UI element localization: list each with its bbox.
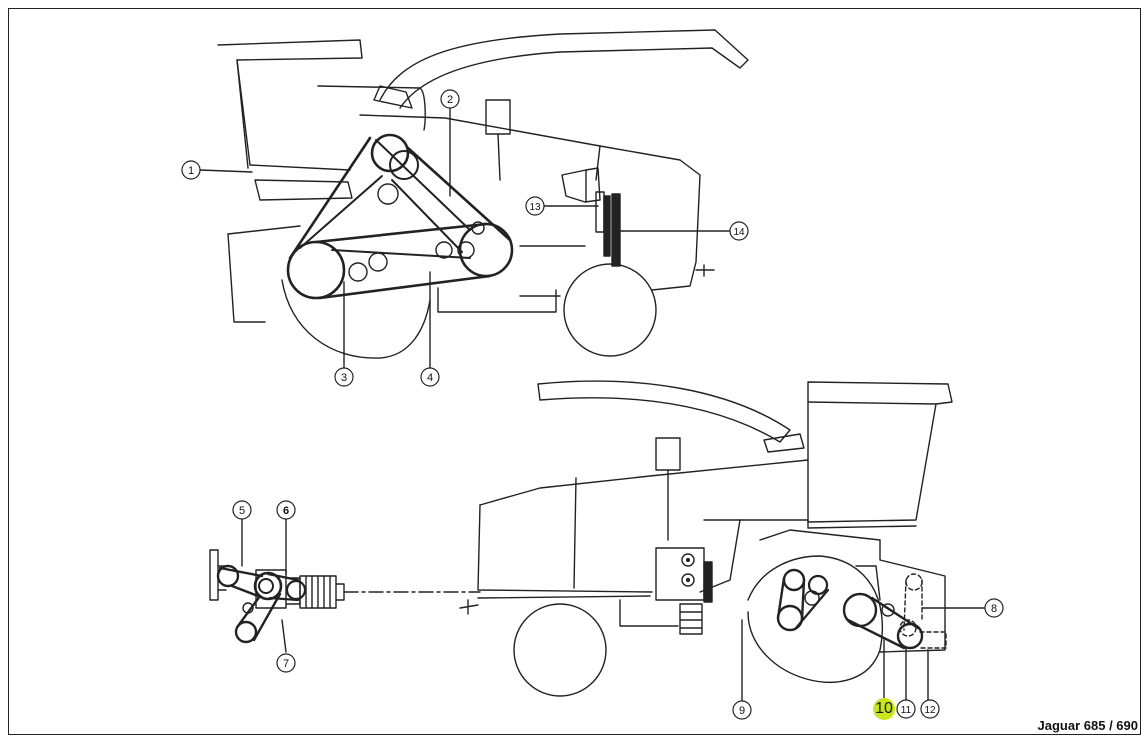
callout-2: 2 (440, 89, 460, 109)
callout-8: 8 (984, 598, 1004, 618)
callout-3: 3 (334, 367, 354, 387)
callout-number: 11 (901, 705, 912, 716)
callout-number: 4 (427, 372, 433, 384)
callout-number: 12 (924, 705, 936, 716)
callout-7: 7 (276, 653, 296, 673)
callout-circle (920, 699, 940, 719)
callout-13: 13 (525, 196, 545, 216)
callout-number: 2 (447, 94, 453, 106)
callout-circle (984, 598, 1004, 618)
callout-number: 8 (991, 603, 997, 615)
callout-circle (232, 500, 252, 520)
callout-circle (896, 699, 916, 719)
callout-number: 1 (188, 165, 194, 177)
callout-circle (525, 196, 545, 216)
callout-10: 10 (873, 698, 895, 720)
callout-number: 7 (283, 658, 289, 670)
callout-number: 9 (739, 705, 745, 717)
callout-number: 14 (733, 227, 745, 238)
callout-circle (873, 698, 895, 720)
callout-11: 11 (896, 699, 916, 719)
callout-number: 10 (875, 700, 893, 717)
callout-circle (334, 367, 354, 387)
drawing-frame (8, 8, 1141, 735)
callout-circle (732, 700, 752, 720)
callout-number: 6 (283, 505, 289, 517)
bottom-machine-view (459, 380, 985, 701)
callout-circle (420, 367, 440, 387)
callout-circle (181, 160, 201, 180)
drive-detail-view (209, 517, 481, 653)
callout-6: 6 (276, 500, 296, 520)
callout-12: 12 (920, 699, 940, 719)
callout-circle (276, 500, 296, 520)
callout-number: 5 (239, 505, 245, 517)
callout-number: 3 (341, 372, 347, 384)
callout-circle (729, 221, 749, 241)
callout-9: 9 (732, 700, 752, 720)
callout-circle (276, 653, 296, 673)
callout-circle (440, 89, 460, 109)
callout-5: 5 (232, 500, 252, 520)
callout-14: 14 (729, 221, 749, 241)
top-machine-view (199, 29, 749, 369)
callout-number: 13 (529, 202, 541, 213)
callout-4: 4 (420, 367, 440, 387)
callout-1: 1 (181, 160, 201, 180)
model-caption: Jaguar 685 / 690 (1037, 718, 1138, 733)
